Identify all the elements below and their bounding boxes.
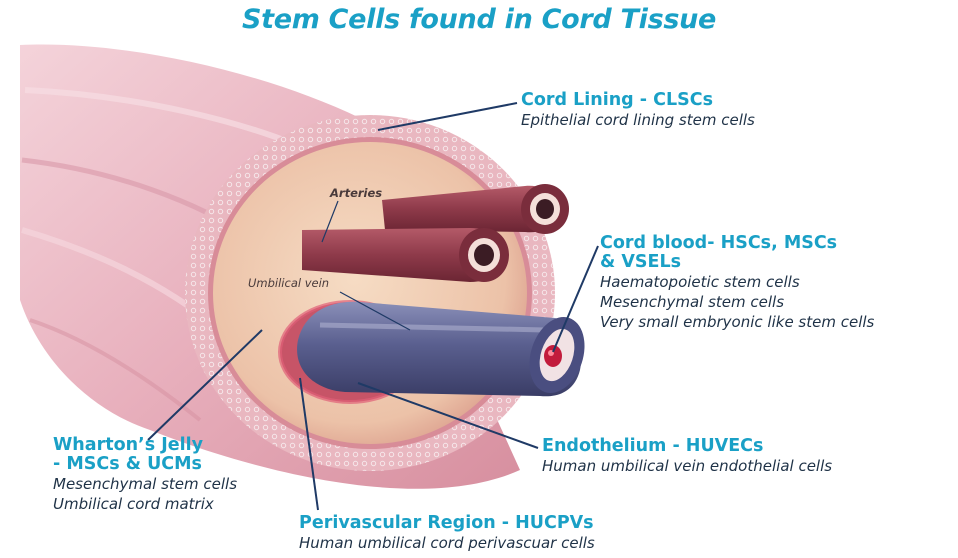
perivascular-desc: Human umbilical cord perivascuar cells	[299, 533, 595, 553]
cord-blood-desc-2: Mesenchymal stem cells	[600, 292, 874, 312]
cord-blood-heading-1: Cord blood- HSCs, MSCs	[600, 234, 874, 253]
whartons-jelly-desc-2: Umbilical cord matrix	[53, 494, 237, 514]
diagram-title: Stem Cells found in Cord Tissue	[0, 4, 958, 35]
cord-blood-heading-2: & VSELs	[600, 253, 874, 272]
cord-lining-desc: Epithelial cord lining stem cells	[521, 110, 755, 130]
leader-cord-lining	[378, 103, 517, 130]
whartons-jelly-desc-1: Mesenchymal stem cells	[53, 474, 237, 494]
cord-blood-desc-3: Very small embryonic like stem cells	[600, 312, 874, 332]
umbilical-vein-tag: Umbilical vein	[248, 276, 329, 290]
label-cord-blood: Cord blood- HSCs, MSCs & VSELs Haematopo…	[600, 234, 874, 332]
whartons-jelly-heading-1: Wharton’s Jelly	[53, 436, 237, 455]
label-perivascular: Perivascular Region - HUCPVs Human umbil…	[299, 514, 595, 553]
label-cord-lining: Cord Lining - CLSCs Epithelial cord lini…	[521, 91, 755, 130]
perivascular-heading: Perivascular Region - HUCPVs	[299, 514, 595, 533]
endothelium-heading: Endothelium - HUVECs	[542, 437, 832, 456]
endothelium-desc: Human umbilical vein endothelial cells	[542, 456, 832, 476]
label-whartons-jelly: Wharton’s Jelly - MSCs & UCMs Mesenchyma…	[53, 436, 237, 514]
arteries-tag: Arteries	[330, 186, 382, 200]
cord-lining-heading: Cord Lining - CLSCs	[521, 91, 755, 110]
cord-blood-desc-1: Haematopoietic stem cells	[600, 272, 874, 292]
label-endothelium: Endothelium - HUVECs Human umbilical vei…	[542, 437, 832, 476]
whartons-jelly-heading-2: - MSCs & UCMs	[53, 455, 237, 474]
